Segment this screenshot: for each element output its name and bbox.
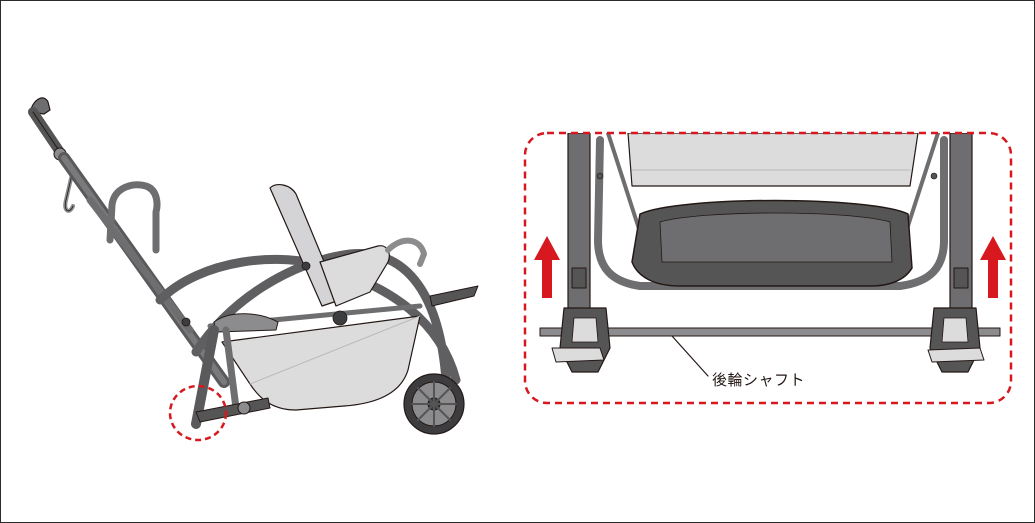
highlight-circle: [168, 384, 228, 442]
zoom-frame: [523, 131, 1013, 405]
zoom-detail-rear-axle: [539, 133, 1001, 377]
stroller-illustration: [28, 97, 479, 435]
rear-axle-label: 後輪シャフト: [712, 371, 806, 389]
up-arrow-icon: [534, 236, 1006, 298]
callout-leader-line: [671, 335, 709, 377]
